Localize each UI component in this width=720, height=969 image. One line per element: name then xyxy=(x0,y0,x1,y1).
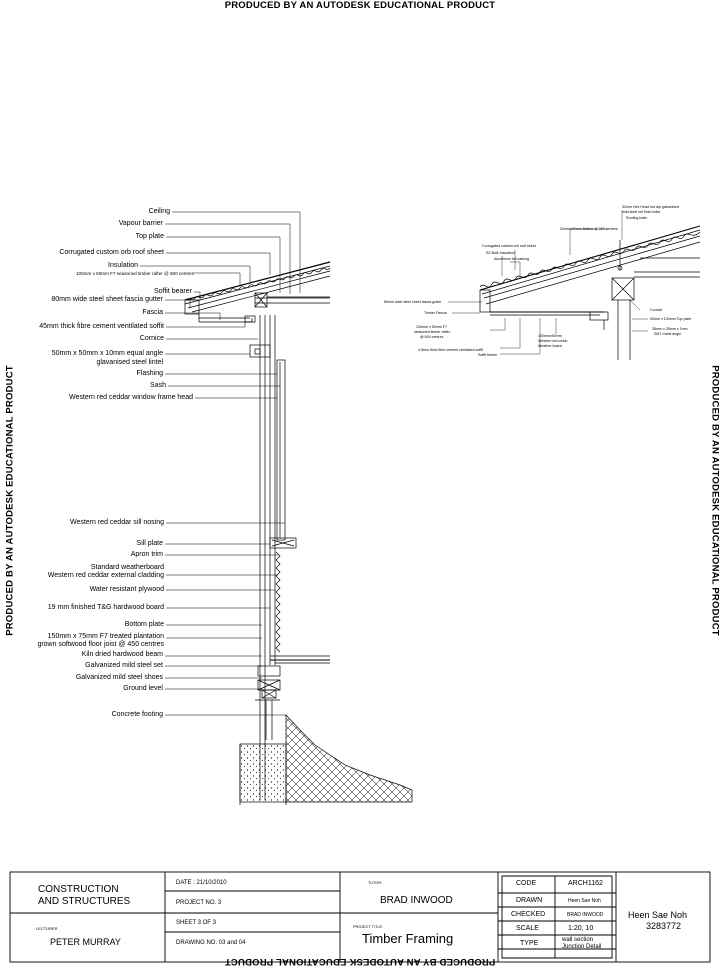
detail-label-weather-board: Weather board xyxy=(538,344,562,348)
detail-label-rafter-3: @ 600 centres xyxy=(420,335,444,339)
roof-section xyxy=(184,261,331,323)
label-flashing: Flashing xyxy=(136,370,163,377)
label-bottom-plate: Bottom plate xyxy=(124,621,164,628)
detail-label-board-size: 100mmx50mm xyxy=(538,334,562,338)
wall-frame xyxy=(249,315,330,800)
detail-label-fascia-gutter: 80mm wide steel sheet fascia gutter xyxy=(384,300,442,304)
type-value-2: Junction Detail xyxy=(562,944,602,950)
label-ceiling: Ceiling xyxy=(148,208,170,215)
detail-label-cornice: Cornice xyxy=(650,308,663,312)
project-title: Timber Framing xyxy=(362,931,454,946)
checked-value: BRAD INWOOD xyxy=(567,912,604,918)
junction-detail xyxy=(479,225,701,360)
leader-lines xyxy=(140,211,301,716)
detail-label-sarking: Aluminium foil sarking xyxy=(494,257,529,261)
label-angle: 50mm x 50mm x 10mm equal angle xyxy=(51,350,163,357)
date: DATE : 21/10/2010 xyxy=(176,880,227,886)
detail-label-soffit-bearer: Soffit bearer xyxy=(478,353,498,357)
label-plywood: Water resistant plywood xyxy=(89,586,164,593)
label-ground-level: Ground level xyxy=(123,685,163,692)
student-name: Heen Sae Noh xyxy=(628,910,688,920)
label-cornice: Cornice xyxy=(139,335,164,342)
project-title-caption: PROJECT TITLE: xyxy=(353,925,384,929)
code-label: CODE xyxy=(516,880,537,887)
label-lintel: glavanised steel lintel xyxy=(96,359,163,366)
title-block xyxy=(9,871,711,963)
project-no: PROJECT NO. 3 xyxy=(176,900,222,906)
type-label: TYPE xyxy=(520,940,539,947)
label-vapour-barrier: Vapour barrier xyxy=(118,220,163,227)
detail-label-roof-sheet: Corrugated custom orb roof sheet xyxy=(482,244,536,248)
label-window-head: Western red ceddar window frame head xyxy=(69,394,193,401)
label-fascia-gutter: 80mm wide steel sheet fascia gutter xyxy=(51,296,163,303)
label-sill-plate: Sill plate xyxy=(136,540,163,547)
concrete-footing xyxy=(239,714,413,805)
watermark-top: PRODUCED BY AN AUTODESK EDUCATIONAL PROD… xyxy=(224,0,496,11)
detail-label-insulation: R2 Bulk Insulation xyxy=(486,251,515,255)
detail-label-bolt-2: mild steel set flush bolts xyxy=(622,210,661,214)
label-apron-trim: Apron trim xyxy=(130,551,163,558)
label-top-plate: Top plate xyxy=(135,233,164,240)
tutor-name: BRAD INWOOD xyxy=(380,895,453,906)
type-value-1: wall section xyxy=(562,937,594,943)
label-steel-set: Galvanized mild steel set xyxy=(85,662,163,669)
detail-label-angle-1: 35mm x 35mm x 7mm xyxy=(652,327,688,331)
lecturer-name: PETER MURRAY xyxy=(50,937,121,947)
label-roof-sheet: Corrugated custom orb roof sheet xyxy=(59,249,164,256)
label-rafter: 100mm x 50mm F7 seasoned timber rafter @… xyxy=(75,271,194,276)
detail-label-cedar: Western red cedar xyxy=(538,339,568,343)
label-beam: Kiln dried hardwood beam xyxy=(81,651,163,658)
detail-label-rafter-2: seasoned timber rafter xyxy=(414,330,450,334)
label-insulation: Insulation xyxy=(108,262,138,269)
label-floor-joist-1: 150mm x 75mm F7 treated plantation xyxy=(47,633,164,640)
label-weatherboard: Standard weatherboard xyxy=(90,564,164,571)
label-hardwood-board: 19 mm finished T&G hardwood board xyxy=(47,604,164,611)
detail-label-rafter-1: 100mm x 50mm F7 xyxy=(416,325,447,329)
label-soffit: 45mm thick fibre cement ventilated soffi… xyxy=(39,323,164,330)
label-cladding: Western red ceddar external cladding xyxy=(47,572,164,579)
lecturer-caption: LECTURER xyxy=(36,926,58,931)
drawn-value: Heen Sae Noh xyxy=(568,898,601,904)
detail-leaders xyxy=(448,210,648,355)
label-steel-shoes: Galvanized mild steel shoes xyxy=(75,674,163,681)
checked-label: CHECKED xyxy=(511,911,546,918)
label-sill-nosing: Western red ceddar sill nosing xyxy=(69,519,164,526)
label-floor-joist-2: grown softwood floor joist @ 450 centres xyxy=(37,641,164,648)
label-sash: Sash xyxy=(150,382,166,389)
code-value: ARCH1162 xyxy=(568,880,603,887)
sheet-no: SHEET 3 OF 3 xyxy=(176,920,216,926)
scale-value: 1:20, 10 xyxy=(568,925,594,932)
course-name: CONSTRUCTION AND STRUCTURES xyxy=(38,884,131,907)
detail-label-timber-fascia: Timber Fascia xyxy=(424,311,447,315)
detail-label-soffit: 4.5mm thick fibre cement ventilated soff… xyxy=(418,348,484,352)
detail-label-top-plate: 90mm x 100mm Top plate xyxy=(650,317,692,321)
label-soffit-bearer: Soffit bearer xyxy=(153,288,192,295)
detail-label-bolt-1: 32mm Hex Head hot dip galvanised xyxy=(622,205,679,209)
label-concrete-footing: Concrete footing xyxy=(111,711,163,718)
detail-label-roofing-bolts: Roofing bolts xyxy=(626,216,647,220)
drawn-label: DRAWN xyxy=(516,897,543,904)
detail-label-batten: 20mmx20mm Batten @ 300 centres xyxy=(560,227,618,231)
scale-label: SCALE xyxy=(516,925,539,932)
drawing-no: DRAWING NO. 03 and 04 xyxy=(176,940,246,946)
label-fascia: Fascia xyxy=(142,309,163,316)
detail-label-angle-2: SMT metal angle xyxy=(654,332,682,336)
student-id: 3283772 xyxy=(646,921,682,931)
tutor-caption: TUTOR: xyxy=(368,881,383,885)
